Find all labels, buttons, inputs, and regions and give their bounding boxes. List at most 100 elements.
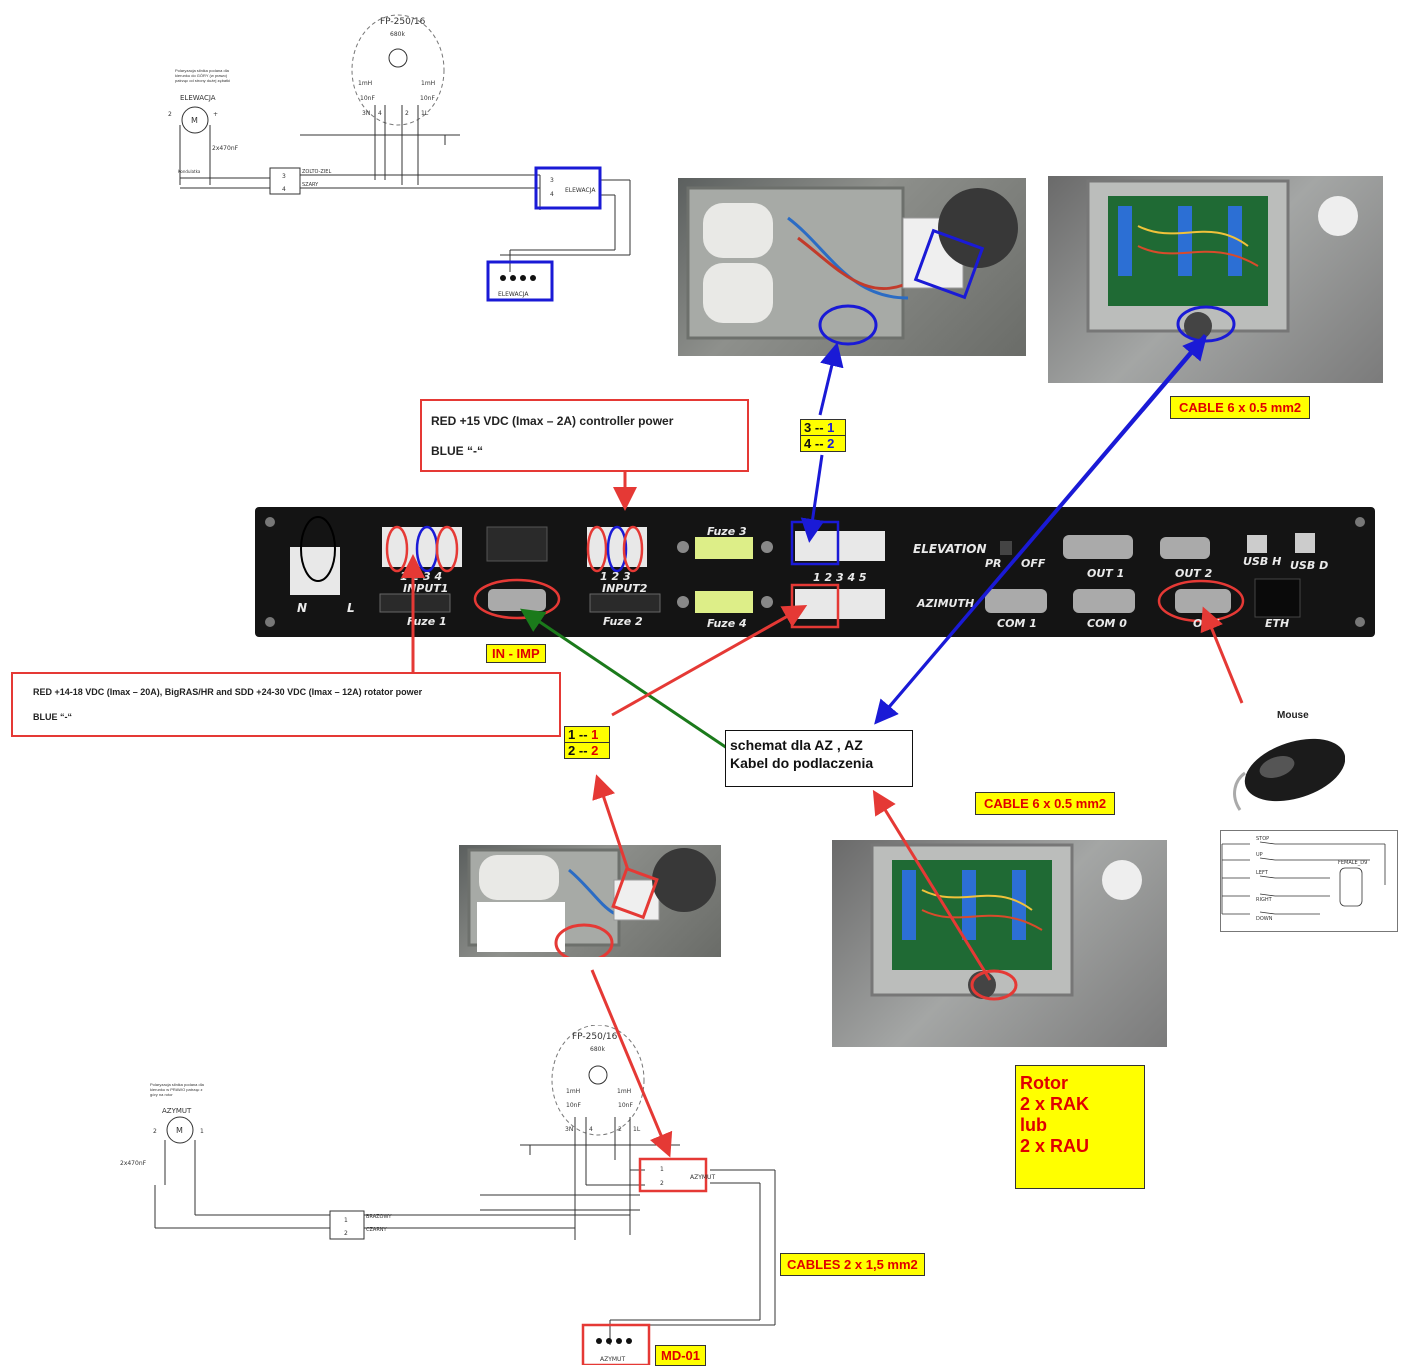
panel-pins: 1 2 3 4 5 [813, 571, 867, 584]
el-minus: 2 [168, 111, 172, 118]
rotor-line3: lub [1020, 1115, 1047, 1135]
md01-label: MD-01 [655, 1345, 707, 1366]
el-ind-right: 1mH [421, 80, 435, 87]
el-wire1: ZOLTO-ZIEL [302, 169, 331, 175]
photo-az-box-top-drawing [1086, 179, 1358, 343]
el-term-2: 2 [405, 110, 409, 117]
az-minus: 2 [153, 1128, 157, 1135]
arrow-az-motor-up [592, 774, 630, 871]
el-filter-label: FP-250/16 [380, 17, 426, 27]
az-ind-left: 1mH [566, 1088, 580, 1095]
elevation-schematic-drawing: FP-250/16 680k 1mH 1mH 10nF 10nF 3N 4 2 … [168, 14, 631, 302]
el-connector-label: ELEWACJA [498, 291, 529, 298]
panel-com0: COM 0 [1087, 617, 1127, 630]
panel-input2: INPUT2 [602, 582, 648, 595]
pin-el-b1: 1 [827, 420, 835, 435]
el-ind-left: 1mH [358, 80, 372, 87]
rotator-power-line1: RED +14-18 VDC (Imax – 20A), BigRAS/HR a… [33, 687, 423, 697]
az-filter-label: FP-250/16 [572, 1032, 618, 1042]
panel-out1: OUT 1 [1087, 567, 1125, 580]
pin-az-b2: 2 [591, 743, 599, 758]
rotor-line4: 2 x RAU [1020, 1136, 1090, 1156]
schemat-line2: Kabel do podlaczenia [730, 755, 874, 771]
az-box-term1: 1 [660, 1166, 664, 1173]
cable-top-label: CABLE 6 x 0.5 mm2 [1170, 396, 1311, 419]
az-cap-right: 10nF [618, 1102, 633, 1109]
el-box-term1: 3 [550, 177, 554, 184]
az-connector-label: AZYMUT [600, 1356, 625, 1363]
az-term1: 1 [344, 1217, 348, 1224]
pin-el-a1: 3 [804, 420, 812, 435]
panel-elevation: ELEVATION [913, 542, 987, 556]
azimuth-schematic: FP-250/16 680k 1mH 1mH 10nF 10nF 3N 4 2 … [110, 1024, 790, 1367]
pin-map-el: 3 -- 1 4 -- 2 [800, 419, 846, 452]
panel-input2-pins: 1 2 3 [600, 570, 631, 583]
azimuth-schematic-drawing: FP-250/16 680k 1mH 1mH 10nF 10nF 3N 4 2 … [120, 1024, 776, 1367]
panel-fuze4: Fuze 4 [707, 617, 747, 630]
photo-az-box-bottom-drawing [870, 843, 1142, 1001]
az-cap-label: 2x470nF [120, 1160, 147, 1167]
arrow-mouse [1200, 606, 1244, 704]
sw-up-label: UP [1256, 852, 1263, 858]
panel-usbh: USB H [1243, 555, 1282, 568]
el-term-4: 4 [378, 110, 382, 117]
sw-left-label: LEFT [1256, 870, 1269, 876]
az-note: Polaryzacja silnika podana dla kierunku … [150, 1082, 204, 1097]
in-imp-label: IN - IMP [486, 644, 546, 663]
az-term-1l: 1L [633, 1126, 641, 1133]
pin-el-b2: 2 [827, 436, 835, 451]
el-cap-right: 10nF [420, 95, 435, 102]
az-term-2: 2 [618, 1126, 622, 1133]
cable-mid-label: CABLE 6 x 0.5 mm2 [975, 792, 1116, 815]
el-term1: 3 [282, 173, 286, 180]
controller-power-line1: RED +15 VDC (Imax – 2A) controller power [431, 414, 674, 428]
photo-elevation-box-drawing [686, 186, 1018, 346]
az-motor-title: AZYMUT [162, 1107, 192, 1115]
photo-az-motor [459, 845, 721, 957]
controller-power-box: RED +15 VDC (Imax – 2A) controller power… [420, 399, 749, 472]
panel-fuze2: Fuze 2 [603, 615, 643, 628]
rotor-line2: 2 x RAK [1020, 1094, 1090, 1114]
schemat-box: schemat dla AZ , AZ Kabel do podlaczenia [725, 730, 913, 787]
panel-off: OFF [1021, 557, 1046, 570]
sw-right-label: RIGHT [1256, 897, 1273, 903]
arrow-el-up [818, 342, 844, 416]
mouse-photo [1215, 725, 1346, 825]
pin-az-a2: 2 [568, 743, 576, 758]
mouse-schematic: STOP UP LEFT RIGHT DOWN FEMALE_D9 [1220, 830, 1398, 932]
panel-drawing [265, 516, 1365, 629]
az-motor-symbol: M [176, 1126, 183, 1135]
el-motor-title: ELEWACJA [180, 94, 216, 102]
panel-com1: COM 1 [997, 617, 1037, 630]
photo-az-motor-drawing [467, 848, 716, 957]
panel-usbd: USB D [1290, 559, 1329, 572]
panel-fuze1: Fuze 1 [407, 615, 447, 628]
az-resistor: 680k [590, 1046, 605, 1053]
el-note: Polaryzacja silnika podana dla kierunku … [175, 68, 231, 83]
panel-out2: OUT 2 [1175, 567, 1213, 580]
arrow-cable-blue-2 [876, 335, 1207, 721]
sw-stop-label: STOP [1256, 836, 1269, 842]
el-term-1l: 1L [421, 110, 429, 117]
az-wire2: CZARNY [366, 1227, 388, 1233]
photo-elevation-box [678, 178, 1026, 356]
az-ind-right: 1mH [617, 1088, 631, 1095]
pin-az-a1: 1 [568, 727, 576, 742]
el-term-3n: 3N [362, 110, 370, 117]
mouse-schematic-drawing: STOP UP LEFT RIGHT DOWN FEMALE_D9 [1220, 830, 1398, 932]
cables-bottom-label: CABLES 2 x 1,5 mm2 [780, 1253, 925, 1276]
rotor-box: Rotor 2 x RAK lub 2 x RAU [1015, 1065, 1145, 1189]
el-small-label: Kondulatka [178, 169, 201, 174]
arrow-az-motor-down [590, 969, 673, 1158]
el-term2: 4 [282, 186, 286, 193]
arrow-az-terminal [611, 605, 808, 717]
az-cap-left: 10nF [566, 1102, 581, 1109]
panel-pr: PR [985, 557, 1002, 570]
mouse-drawing [1233, 738, 1346, 811]
pin-map-az: 1 -- 1 2 -- 2 [564, 726, 610, 759]
panel-n: N [297, 601, 308, 615]
panel-azimuth: AZIMUTH [917, 597, 975, 610]
el-resistor: 680k [390, 31, 405, 38]
controller-rear-panel: N L 1 2 3 4 INPUT1 Fuze 1 1 2 3 INPUT2 F… [255, 507, 1375, 637]
